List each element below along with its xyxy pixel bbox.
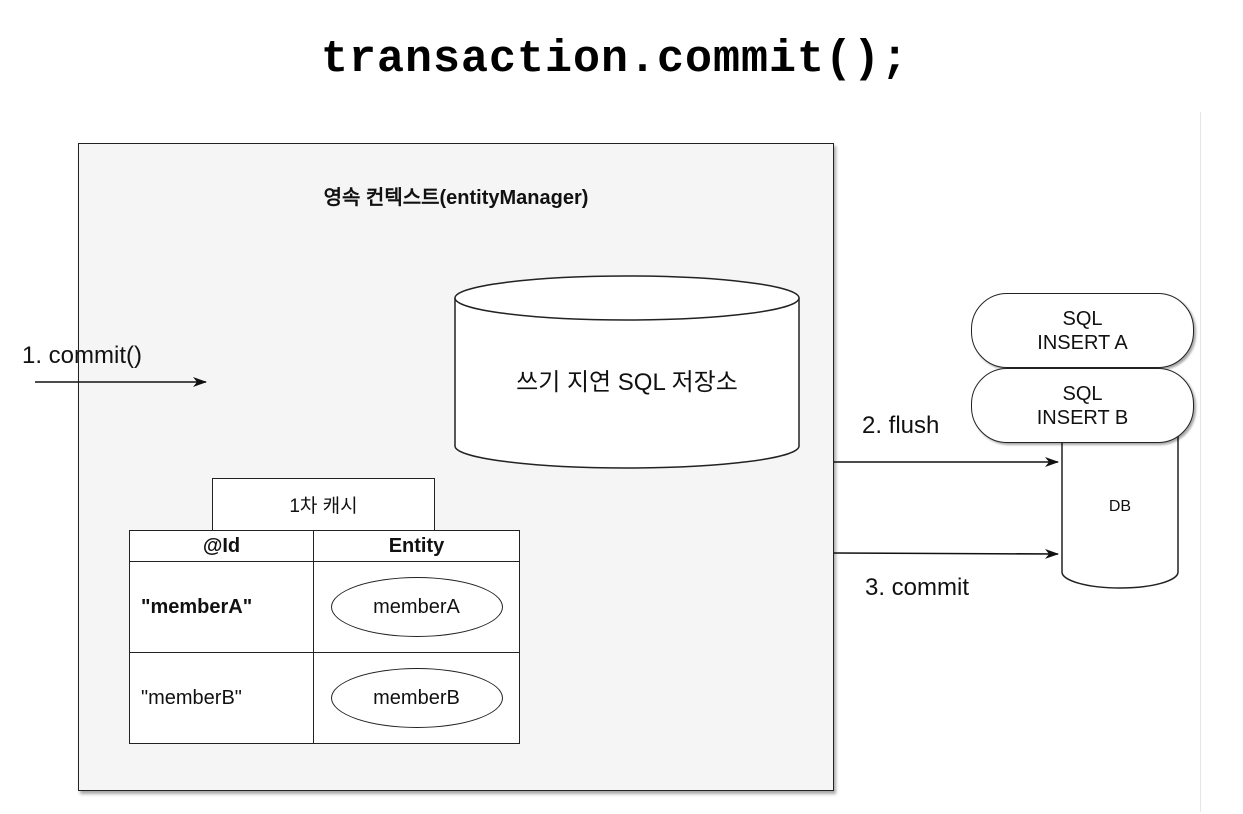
entity-ellipse: memberB (330, 668, 503, 728)
persistence-context-title: 영속 컨텍스트(entityManager) (323, 187, 589, 209)
db-commit-arrow (833, 548, 1059, 559)
flush-step-label: 2. flush (862, 412, 940, 439)
sql-label: SQL (1062, 382, 1103, 405)
commit-step-label: 1. commit() (22, 342, 142, 369)
sql-store-cylinder (454, 275, 800, 469)
cache-id-cell: "memberA" (129, 561, 314, 653)
divider (1200, 112, 1201, 812)
db-cylinder (1061, 420, 1179, 589)
first-level-cache-label: 1차 캐시 (212, 478, 435, 531)
page-title: transaction.commit(); (320, 34, 910, 85)
first-level-cache-table: @Id Entity "memberA" memberA "memberB" m… (129, 530, 520, 744)
sql-insert-b-pill: SQL INSERT B (971, 368, 1194, 443)
sql-store-label: 쓰기 지연 SQL 저장소 (516, 369, 738, 396)
db-label: DB (1108, 498, 1132, 515)
table-header-row: @Id Entity (129, 530, 520, 562)
table-row: "memberA" memberA (129, 561, 520, 653)
db-commit-step-label: 3. commit (865, 574, 970, 601)
column-header-id: @Id (129, 530, 314, 562)
entity-ellipse: memberA (330, 577, 503, 637)
sql-insert-a-pill: SQL INSERT A (971, 293, 1194, 368)
table-row: "memberB" memberB (129, 652, 520, 744)
column-header-entity: Entity (313, 530, 520, 562)
sql-label: SQL (1062, 307, 1103, 330)
cache-entity-cell: memberA (313, 561, 520, 653)
sql-statement: INSERT A (1037, 331, 1128, 354)
cache-entity-cell: memberB (313, 652, 520, 744)
sql-statement: INSERT B (1036, 406, 1129, 429)
cache-id-cell: "memberB" (129, 652, 314, 744)
